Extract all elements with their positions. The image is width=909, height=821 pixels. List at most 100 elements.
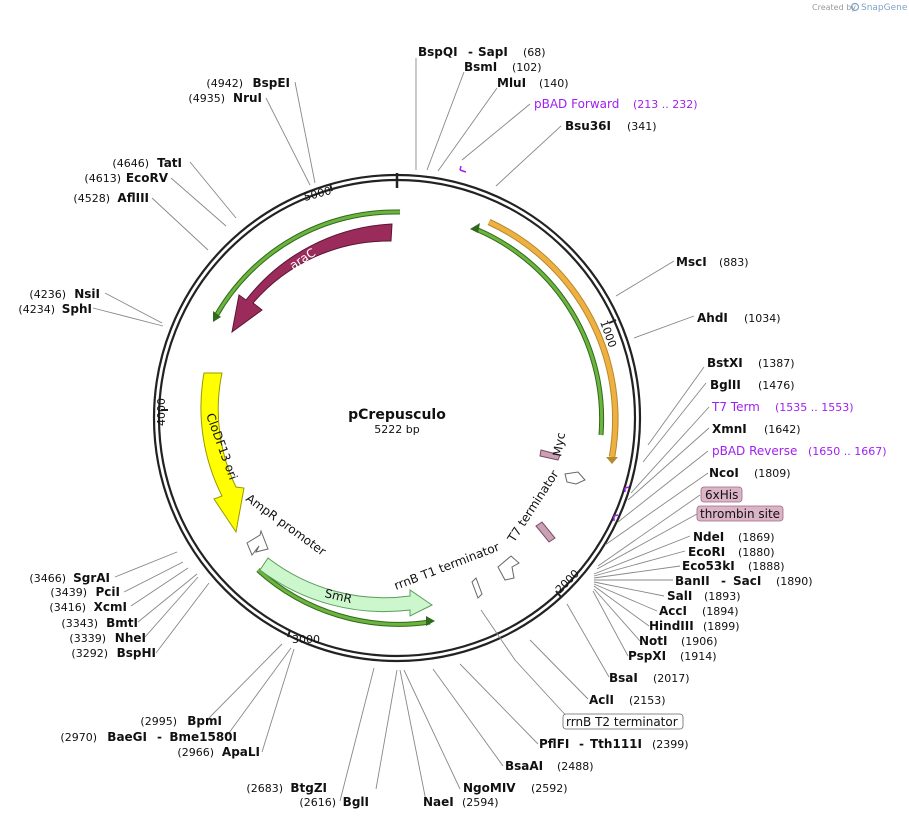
site-SapI-dash: - — [468, 45, 473, 59]
tick-label: 5000 — [302, 184, 332, 204]
primer-pBAD-reverse: pBAD Reverse — [712, 444, 797, 458]
credit-prefix: Created by — [812, 3, 856, 12]
plasmid-name: pCrepusculo — [348, 407, 446, 423]
primer-marker — [459, 165, 467, 173]
site-pos-EcoRV: (4613) — [84, 172, 121, 185]
feature-t7-terminator — [535, 521, 556, 543]
feature-myc — [539, 449, 561, 461]
site-pos-HindIII: (1899) — [703, 620, 740, 633]
feature-box-thrombin-site — [696, 505, 784, 522]
site-pos-SphI: (4234) — [18, 303, 55, 316]
green-orf-arrow-icon — [470, 223, 480, 233]
tick-label: 4000 — [155, 398, 168, 426]
site-pos-BspQI: (68) — [523, 46, 546, 59]
site-pos-MscI: (883) — [719, 256, 749, 269]
feature-label-t7-terminator: T7 terminator — [504, 468, 561, 546]
site-EcoRI: EcoRI — [688, 545, 725, 559]
site-AclI: AclI — [589, 693, 614, 707]
site-AhdI: AhdI — [697, 311, 728, 325]
feature-label-rrnB-T1: rrnB T1 terminator — [392, 540, 501, 593]
site-pos-BsmI: (102) — [512, 61, 542, 74]
site-PflFI: PflFI — [539, 737, 569, 751]
site-NotI: NotI — [639, 634, 668, 648]
site-BmtI: BmtI — [106, 616, 138, 630]
site-NheI: NheI — [115, 631, 146, 645]
site-SphI: SphI — [62, 302, 92, 316]
plasmid-size: 5222 bp — [374, 423, 419, 436]
site-pos-MluI: (140) — [539, 77, 569, 90]
site-NruI: NruI — [233, 91, 262, 105]
site-pos-XmnI: (1642) — [764, 423, 801, 436]
site-pos-BglII: (1476) — [758, 379, 795, 392]
site-BtgZI: BtgZI — [290, 781, 327, 795]
site-NaeI: NaeI — [423, 795, 454, 809]
site-pos-BtgZI: (2683) — [246, 782, 283, 795]
feature-label-thrombin-site: thrombin site — [700, 507, 780, 521]
site-pos-BsaAI: (2488) — [557, 760, 594, 773]
site-pos-BaeGI: (2970) — [60, 731, 97, 744]
tick-mark — [608, 319, 617, 324]
feature-label-rrnB-T2-terminator: rrnB T2 terminator — [566, 715, 678, 729]
tick-mark — [555, 590, 562, 598]
green-orf-arrow-icon — [213, 311, 221, 322]
tick-mark — [329, 183, 333, 192]
site-pos-BstXI: (1387) — [758, 357, 795, 370]
site-XcmI: XcmI — [94, 600, 127, 614]
snapgene-logo-icon — [850, 2, 860, 12]
site-Tth111I: Tth111I — [590, 737, 642, 751]
primer-marker — [613, 514, 619, 521]
primer-t7-term: T7 Term — [711, 400, 760, 414]
site-SacI: SacI — [733, 574, 761, 588]
site-BsaI: BsaI — [609, 671, 638, 685]
site-NcoI: NcoI — [709, 466, 739, 480]
feature-box-6xHis — [700, 486, 743, 503]
primer-range-pBAD-forward: (213 .. 232) — [633, 98, 698, 111]
site-pos-PciI: (3439) — [50, 586, 87, 599]
primer-range-pBAD-reverse: (1650 .. 1667) — [808, 445, 887, 458]
feature-label-myc: Myc — [550, 431, 568, 457]
feature-cloDF13-ori — [200, 372, 245, 534]
orange-orf-arc-fill — [488, 219, 618, 458]
site-pos-BmtI: (3343) — [61, 617, 98, 630]
leader-lines — [92, 58, 710, 802]
site-pos-BspEI: (4942) — [206, 77, 243, 90]
feature-white-arrow — [564, 471, 586, 485]
site-pos-ApaLI: (2966) — [177, 746, 214, 759]
site-pos-NruI: (4935) — [188, 92, 225, 105]
site-HindIII: HindIII — [649, 619, 694, 633]
site-ApaLI: ApaLI — [222, 745, 260, 759]
site-BglI: BglI — [343, 795, 369, 809]
site-BsaAI: BsaAI — [505, 759, 543, 773]
site-pos-NheI: (3339) — [69, 632, 106, 645]
site-Bsu36I: Bsu36I — [565, 119, 611, 133]
site-pos-AhdI: (1034) — [744, 312, 781, 325]
site-BaeGI: BaeGI — [107, 730, 147, 744]
site-pos-SalI: (1893) — [704, 590, 741, 603]
site-BanII: BanII — [675, 574, 710, 588]
site-AflIII: AflIII — [117, 191, 149, 205]
site-MluI: MluI — [497, 76, 526, 90]
site-NgoMIV: NgoMIV — [463, 781, 516, 795]
primer-marker — [624, 486, 630, 492]
site-pos-TatI: (4646) — [112, 157, 149, 170]
credit-brand: SnapGene — [861, 3, 908, 13]
site-pos-XcmI: (3416) — [49, 601, 86, 614]
orange-orf-arrow-icon — [606, 457, 618, 464]
primer-pBAD-forward: pBAD Forward — [534, 97, 619, 111]
site-TatI: TatI — [157, 156, 182, 170]
tick-mark — [287, 629, 291, 638]
site-BpmI: BpmI — [187, 714, 222, 728]
site-pos-Bsu36I: (341) — [627, 120, 657, 133]
feature-rrnB-T1-terminator — [497, 555, 520, 581]
site-NdeI: NdeI — [693, 530, 724, 544]
site-pos-PspXI: (1914) — [680, 650, 717, 663]
site-Bme1580I-dash: - — [157, 730, 162, 744]
site-PciI: PciI — [96, 585, 121, 599]
site-SalI: SalI — [667, 589, 692, 603]
site-PspXI: PspXI — [628, 649, 666, 663]
green-orf-arrow-icon — [426, 616, 435, 626]
site-Eco53kI: Eco53kI — [682, 559, 735, 573]
site-pos-BpmI: (2995) — [140, 715, 177, 728]
site-BspEI: BspEI — [252, 76, 290, 90]
